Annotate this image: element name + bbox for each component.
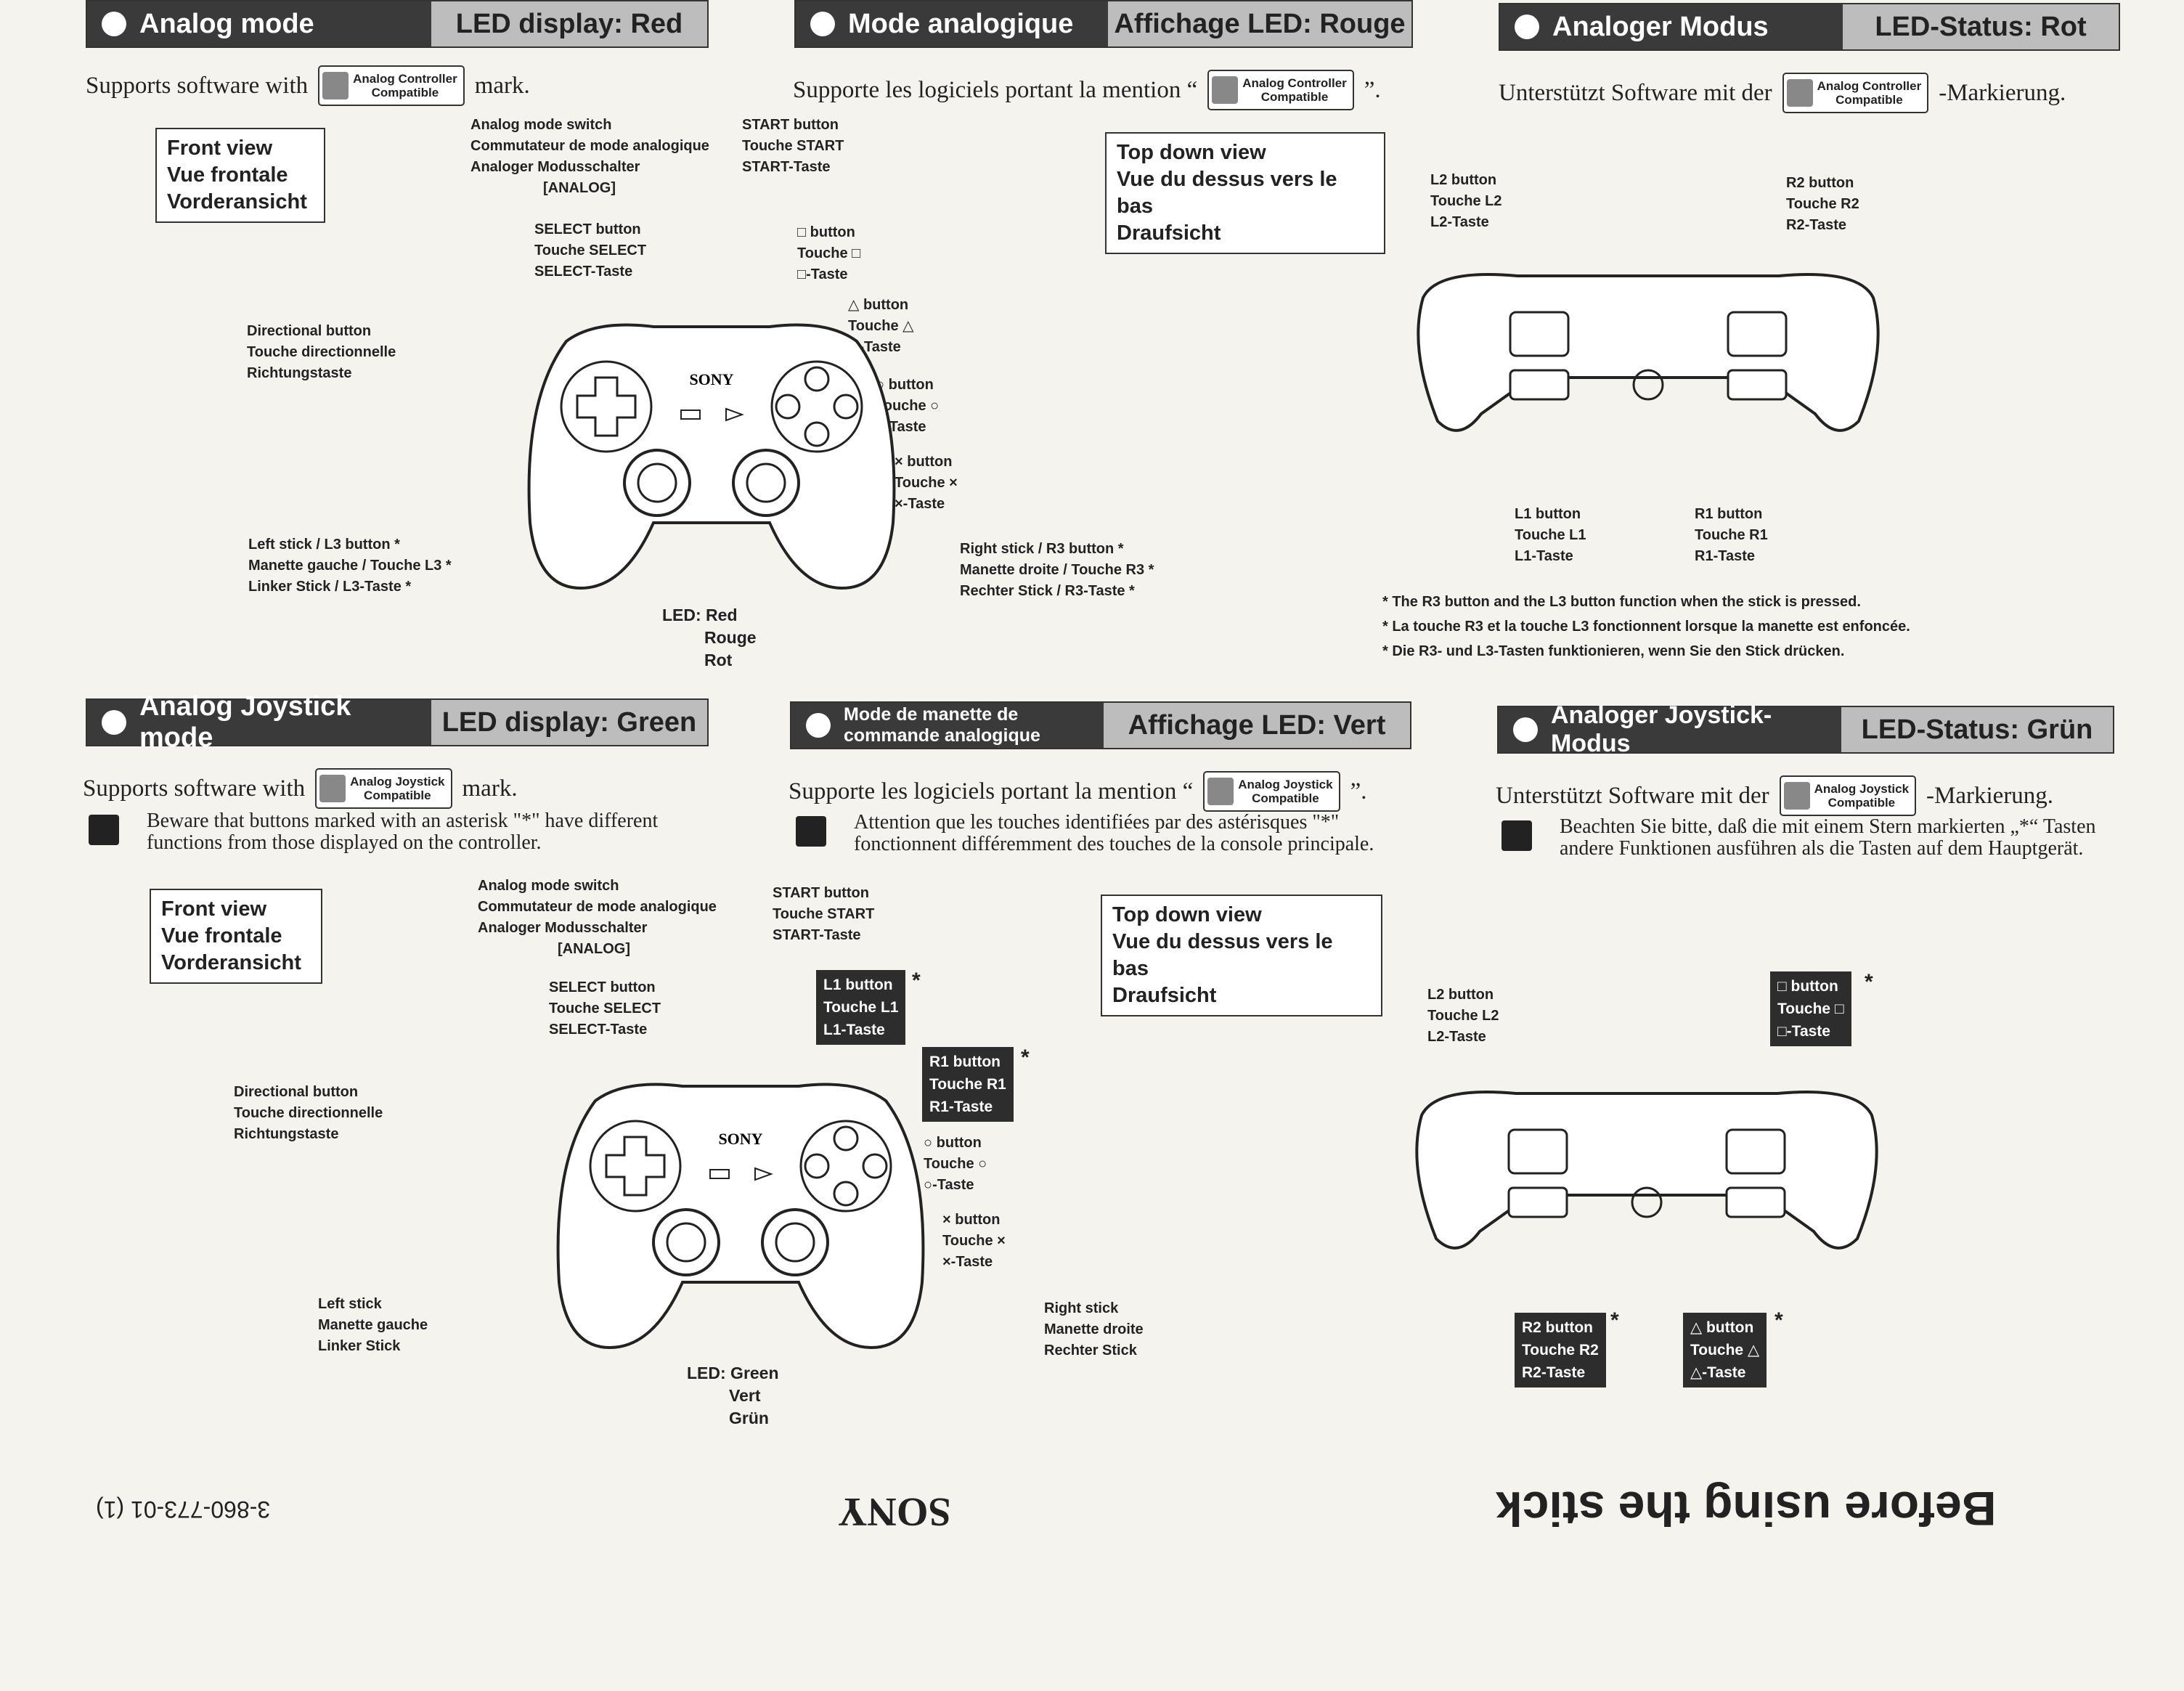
supports-line-fr-joy: Supporte les logiciels portant la mentio… (789, 771, 1367, 812)
controller-icon (322, 72, 349, 99)
asterisk: * (1021, 1046, 1030, 1069)
pencil-icon (1502, 820, 1532, 851)
footnote-1: * The R3 button and the L3 button functi… (1382, 594, 1861, 610)
header-analog-en: Analog mode LED display: Red (86, 0, 709, 48)
header-analog-fr: Mode analogique Affichage LED: Rouge (794, 0, 1413, 48)
pencil-icon (89, 815, 119, 845)
pencil-icon (796, 816, 826, 847)
note-text: Beware that buttons marked with an aster… (147, 810, 659, 854)
led-label: LED display: Red (431, 1, 707, 46)
flipped-brand: SONY (838, 1489, 951, 1534)
pad-brand: SONY (689, 370, 733, 388)
bullet-icon (102, 12, 126, 36)
header-analog-de: Analoger Modus LED-Status: Rot (1499, 3, 2120, 51)
footnote-2: * La touche R3 et la touche L3 fonctionn… (1382, 619, 1910, 635)
supports-line-de: Unterstützt Software mit der Analog Cont… (1499, 73, 2066, 113)
flipped-title: Before using the stick (1496, 1482, 1997, 1536)
joystick-icon (1783, 782, 1810, 810)
header-joystick-fr: Mode de manette de commande analogique A… (790, 701, 1411, 749)
controller-topdown-joystick (1415, 1091, 1878, 1250)
label-right-stick-r3: Right stick / R3 button *Manette droite … (960, 541, 1154, 599)
bullet-icon (806, 713, 831, 738)
label-left-stick-l3: Left stick / L3 button *Manette gauche /… (248, 537, 452, 595)
bullet-icon (1515, 15, 1539, 39)
header-joystick-en: Analog Joystick mode LED display: Green (86, 691, 709, 753)
controller-icon (1212, 76, 1239, 104)
controller-front-joystick: SONY (556, 1083, 925, 1350)
bullet-icon (1513, 717, 1538, 742)
controller-icon (1786, 79, 1813, 107)
footnote-3: * Die R3- und L3-Tasten funktionieren, w… (1382, 643, 1845, 659)
joystick-icon (319, 775, 346, 802)
pad-brand: SONY (718, 1130, 762, 1148)
note-text-fr: Attention que les touches identifiées pa… (854, 811, 1374, 855)
asterisk: * (1610, 1308, 1619, 1332)
controller-topdown-analog (1417, 273, 1880, 432)
header-joystick-de: Analoger Joystick-Modus LED-Status: Grün (1497, 701, 2114, 757)
controller-front-analog: SONY (527, 323, 896, 590)
flipped-code: 3-860-773-01 (1) (96, 1496, 271, 1523)
bullet-icon (810, 12, 835, 36)
note-text-de: Beachten Sie bitte, daß die mit einem St… (1560, 815, 2096, 860)
supports-line-fr: Supporte les logiciels portant la mentio… (793, 70, 1381, 110)
title: Analog mode (139, 8, 314, 39)
supports-line-de-joy: Unterstützt Software mit der Analog Joys… (1496, 775, 2053, 816)
asterisk: * (1865, 970, 1873, 994)
asterisk: * (912, 969, 921, 993)
asterisk: * (1774, 1308, 1783, 1332)
supports-line: Supports software with Analog Controller… (86, 65, 530, 106)
joystick-icon (1207, 778, 1234, 805)
bullet-icon (102, 710, 126, 735)
